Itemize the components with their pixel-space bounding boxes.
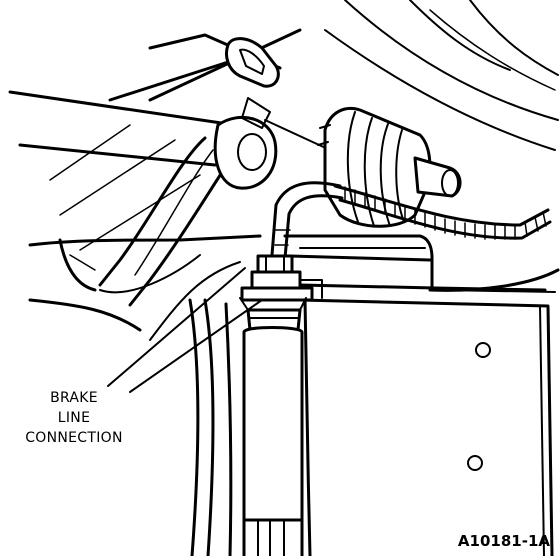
shock-absorber [242,308,304,556]
spindle-plate [298,298,554,556]
slotted-bracket [225,37,280,88]
callout-leader [107,267,263,393]
stabilizer-bar [98,97,278,307]
lower-control-arm [28,234,262,341]
callout-line-1: BRAKE [50,390,98,406]
brake-line-tube [270,181,344,260]
body-panel-curves [324,0,559,151]
left-frame-posts [188,298,233,556]
figure-id: A10181-1A [457,532,550,550]
callout-line-2: LINE [57,410,91,426]
callout-line-3: CONNECTION [25,430,123,446]
steering-boot [317,106,462,228]
brake-line-connection-label: BRAKE LINE CONNECTION [4,388,144,448]
line-fittings [239,254,323,311]
brake-hose [333,184,552,240]
upper-frame-member [8,28,331,251]
strut-mount [283,234,560,293]
